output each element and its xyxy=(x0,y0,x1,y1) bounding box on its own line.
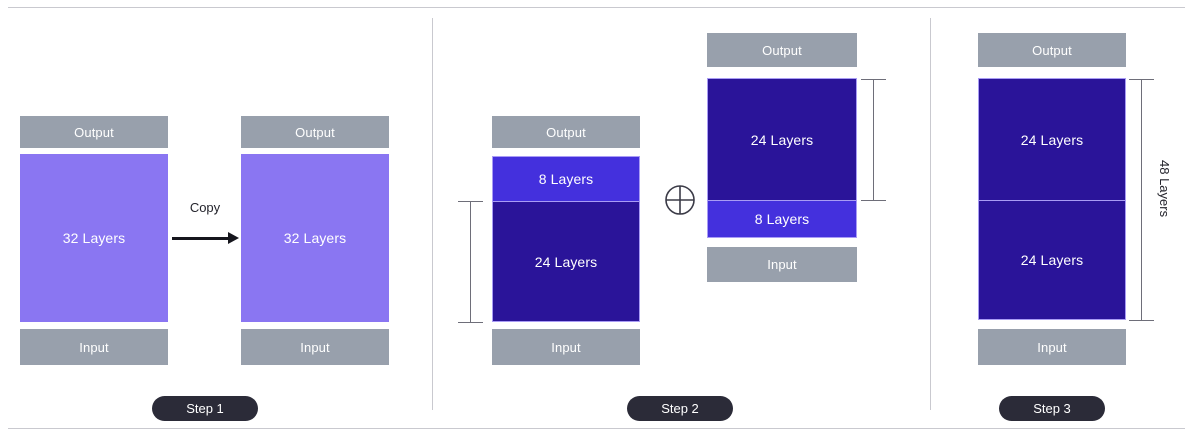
step1-source-layer-block: 32 Layers xyxy=(20,154,168,322)
step3-pill: Step 3 xyxy=(999,396,1105,421)
copy-annotation-label: Copy xyxy=(189,200,221,215)
step3-output-block: Output xyxy=(978,33,1126,67)
step2-left-output-block: Output xyxy=(492,116,640,148)
step3-bracket-label: 48 Layers xyxy=(1157,160,1172,218)
step2-right-bracket-line xyxy=(873,79,874,200)
step2-left-input-block: Input xyxy=(492,329,640,365)
panel-divider-step2-step3 xyxy=(930,18,931,410)
step2-left-bracket-line xyxy=(470,201,471,322)
copy-arrow-shaft xyxy=(172,237,229,240)
step2-left-bracket-cap-bottom xyxy=(458,322,483,323)
copy-arrow-head-icon xyxy=(228,232,239,244)
step1-copy-layer-block: 32 Layers xyxy=(241,154,389,322)
step3-bracket-line xyxy=(1141,79,1142,320)
step2-pill: Step 2 xyxy=(627,396,733,421)
step1-copy-output-block: Output xyxy=(241,116,389,148)
step1-source-output-block: Output xyxy=(20,116,168,148)
step2-right-bracket-cap-bottom xyxy=(861,200,886,201)
step3-bracket-cap-bottom xyxy=(1129,320,1154,321)
step2-right-block-8layers: 8 Layers xyxy=(707,200,857,238)
step3-block-24layers-upper: 24 Layers xyxy=(978,78,1126,200)
step2-right-block-24layers: 24 Layers xyxy=(707,78,857,200)
plus-circle-operator-icon xyxy=(664,184,696,221)
top-divider-rule xyxy=(8,7,1185,8)
step3-block-24layers-lower: 24 Layers xyxy=(978,200,1126,320)
step2-left-block-24layers: 24 Layers xyxy=(492,201,640,322)
step1-pill: Step 1 xyxy=(152,396,258,421)
step2-right-bracket-cap-top xyxy=(861,79,886,80)
step1-copy-input-block: Input xyxy=(241,329,389,365)
step1-source-input-block: Input xyxy=(20,329,168,365)
step3-bracket-cap-top xyxy=(1129,79,1154,80)
step2-left-block-8layers: 8 Layers xyxy=(492,156,640,201)
panel-divider-step1-step2 xyxy=(432,18,433,410)
bottom-divider-rule xyxy=(8,428,1185,429)
step2-left-bracket-cap-top xyxy=(458,201,483,202)
step2-right-input-block: Input xyxy=(707,247,857,282)
step2-right-output-block: Output xyxy=(707,33,857,67)
step3-input-block: Input xyxy=(978,329,1126,365)
